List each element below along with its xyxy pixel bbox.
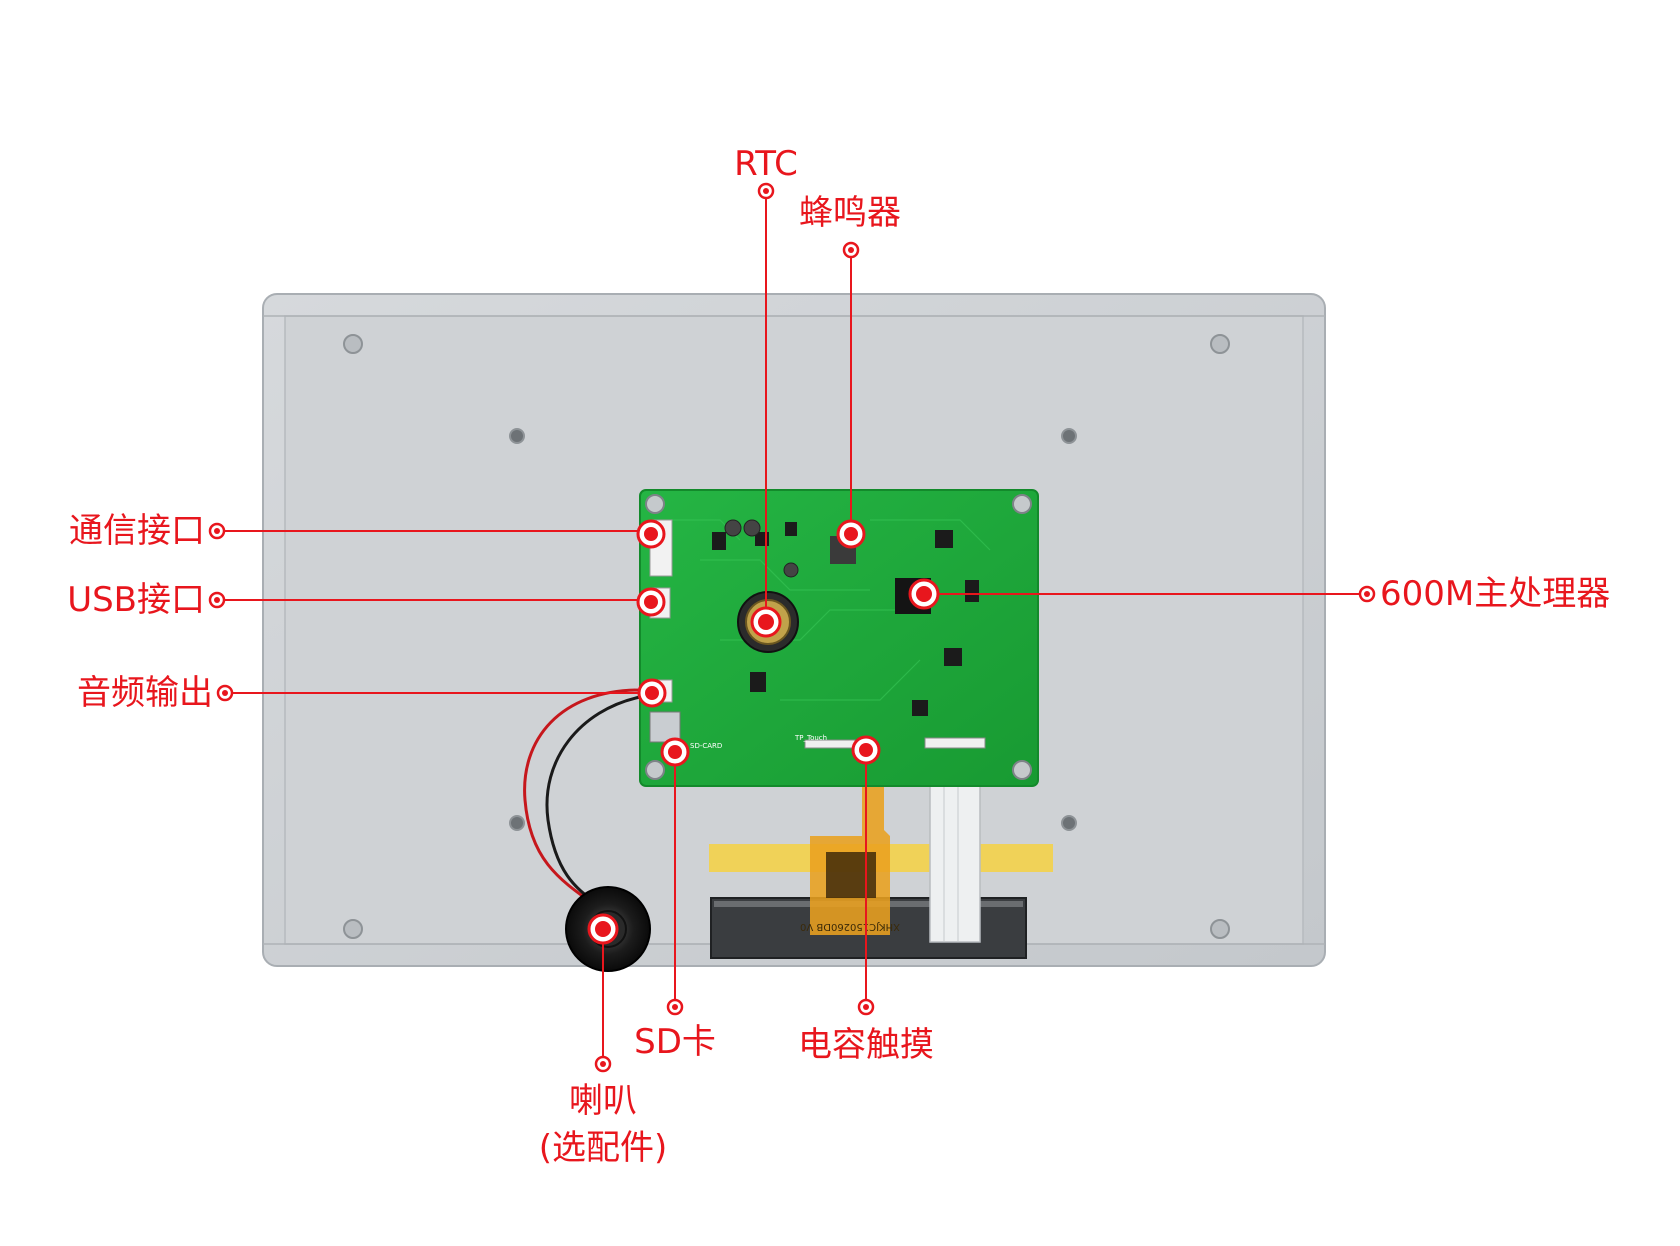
label-speaker-optional: (选配件) (538, 1128, 668, 1168)
label-usb-port: USB接口 (67, 580, 205, 620)
label-audio-out: 音频输出 (77, 673, 213, 713)
label-sd-card: SD卡 (634, 1022, 716, 1062)
touch-fpc: XHKJC150260DB V0 (800, 760, 900, 935)
speaker-wires (523, 688, 641, 907)
label-comm-port: 通信接口 (69, 511, 205, 551)
screw-icons (343, 334, 1230, 939)
pcb-board: SD-CARD (639, 489, 1039, 787)
fpc-text: XHKJC150260DB V0 (800, 921, 900, 932)
tp-silkscreen: TP_Touch (794, 734, 827, 742)
label-capacitive-touch: 电容触摸 (798, 1025, 934, 1065)
sd-card-silkscreen: SD-CARD (690, 742, 722, 750)
callout-target-icons (587, 519, 940, 945)
callout-lines (217, 191, 1367, 1064)
label-buzzer: 蜂鸣器 (799, 193, 901, 233)
label-rtc: RTC (734, 144, 798, 184)
label-cpu: 600M主处理器 (1380, 574, 1611, 614)
label-speaker: 喇叭 (569, 1081, 637, 1121)
